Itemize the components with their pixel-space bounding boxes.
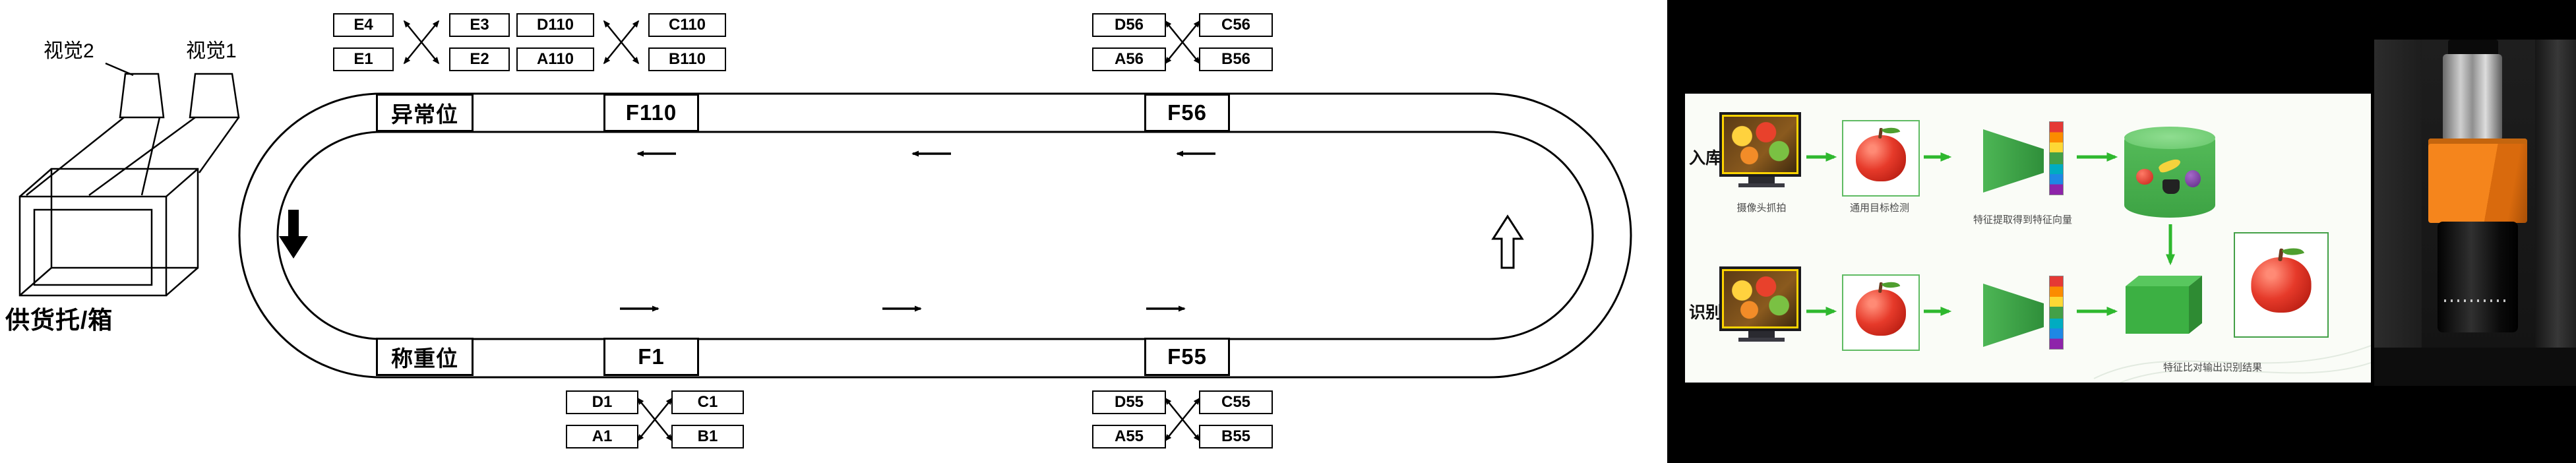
row-label-enroll: 入库 [1689, 149, 1723, 168]
capture-monitor-top [1719, 112, 1801, 187]
camera-lens [2438, 222, 2518, 332]
monitor-screen [1719, 112, 1801, 177]
port-box-c56: C56 [1199, 13, 1273, 37]
station-f110: F110 [603, 94, 699, 132]
feature-vector-bar-bottom [2049, 276, 2064, 350]
vision2-label: 视觉2 [44, 40, 94, 62]
camera-orange-body [2428, 139, 2527, 223]
port-box-c55: C55 [1199, 390, 1273, 414]
conveyor-diagram-panel: 视觉2 视觉1 供货托/箱 异常位 F110 F56 称重位 F1 F55 E4… [5, 13, 1632, 448]
recognition-pipeline-figure: 入库 识别 [1685, 94, 2371, 383]
camera-metal-cylinder [2443, 54, 2502, 141]
apple-icon [1856, 135, 1906, 181]
port-box-e4: E4 [333, 13, 394, 37]
transfer-group-56: D56 C56 A56 B56 [1092, 13, 1273, 71]
photo-background-rail [2535, 40, 2576, 386]
cross-transfer-arrows-icon [603, 20, 640, 65]
caption-result: 特征比对输出识别结果 [2162, 362, 2262, 373]
monitor-stand [1748, 330, 1775, 338]
monitor-screen [1719, 266, 1801, 331]
station-f55: F55 [1144, 338, 1230, 376]
right-black-panel: 入库 识别 [1667, 0, 2576, 463]
cross-transfer-arrows-icon [1164, 20, 1201, 65]
port-box-a110: A110 [516, 47, 594, 71]
banana-icon [2157, 157, 2182, 174]
port-box-b110: B110 [648, 47, 726, 71]
port-box-a55: A55 [1092, 425, 1166, 448]
monitor-stand [1748, 175, 1775, 183]
vision2-camera-icon [26, 62, 165, 196]
supply-box-label: 供货托/箱 [5, 307, 113, 334]
feature-vector-bar-top [2049, 121, 2064, 195]
port-box-b1: B1 [671, 425, 744, 448]
apple-icon [1856, 290, 1906, 336]
cross-transfer-arrows-icon [403, 20, 440, 65]
gripper-icon [2162, 179, 2180, 194]
conveyor-loop [238, 92, 1632, 379]
pipeline-arrows [1806, 152, 2176, 317]
decorative-curves [2093, 345, 2371, 383]
lens-markings [2444, 299, 2510, 302]
photo-base [2374, 348, 2576, 386]
port-box-c110: C110 [648, 13, 726, 37]
conveyor-loop-drawing [18, 62, 1632, 379]
port-box-e2: E2 [449, 47, 510, 71]
transfer-group-110: D110 C110 A110 B110 [516, 13, 726, 71]
caption-feature-extract: 特征提取得到特征向量 [1973, 214, 2072, 226]
grape-icon [2185, 170, 2201, 187]
vision1-label: 视觉1 [186, 40, 237, 62]
photo-background-machinery [2374, 40, 2422, 386]
port-box-d110: D110 [516, 13, 594, 37]
caption-object-detection: 通用目标检测 [1849, 202, 1909, 214]
supply-box-wireframe [18, 168, 199, 297]
feature-extractor-trapezoids [1983, 129, 2044, 347]
pipeline-graphics [1806, 129, 2371, 383]
comparison-cube [2126, 276, 2202, 334]
station-weighing: 称重位 [376, 338, 474, 376]
transfer-group-1: D1 C1 A1 B1 [566, 390, 744, 448]
station-f1: F1 [603, 338, 699, 376]
monitor-stand-base [1738, 338, 1785, 342]
detection-box-bottom [1842, 274, 1920, 351]
port-box-c1: C1 [671, 390, 744, 414]
detection-box-top [1842, 120, 1920, 197]
port-box-a1: A1 [566, 425, 638, 448]
transfer-group-E: E4 E3 E1 E2 [333, 13, 510, 71]
entry-down-arrow [279, 210, 308, 259]
apple-icon [2136, 169, 2153, 185]
row-label-recognize: 识别 [1689, 303, 1723, 322]
port-box-b56: B56 [1199, 47, 1273, 71]
port-box-d56: D56 [1092, 13, 1166, 37]
cross-transfer-arrows-icon [1164, 397, 1201, 442]
recognition-result-box [2234, 232, 2329, 338]
station-f56: F56 [1144, 94, 1230, 132]
industrial-camera-photo [2374, 40, 2576, 386]
port-box-d55: D55 [1092, 390, 1166, 414]
vision1-camera-icon [88, 73, 240, 197]
caption-camera-capture: 摄像头抓拍 [1736, 202, 1787, 214]
port-box-a56: A56 [1092, 47, 1166, 71]
cross-transfer-arrows-icon [636, 397, 673, 442]
port-box-e3: E3 [449, 13, 510, 37]
feature-database-cylinder [2124, 127, 2215, 218]
apple-icon [2251, 257, 2312, 313]
port-box-e1: E1 [333, 47, 394, 71]
transfer-group-55: D55 C55 A55 B55 [1092, 390, 1273, 448]
station-abnormal: 异常位 [376, 94, 474, 132]
return-up-arrow [1491, 214, 1524, 269]
monitor-stand-base [1738, 183, 1785, 187]
port-box-b55: B55 [1199, 425, 1273, 448]
capture-monitor-bottom [1719, 266, 1801, 342]
port-box-d1: D1 [566, 390, 638, 414]
